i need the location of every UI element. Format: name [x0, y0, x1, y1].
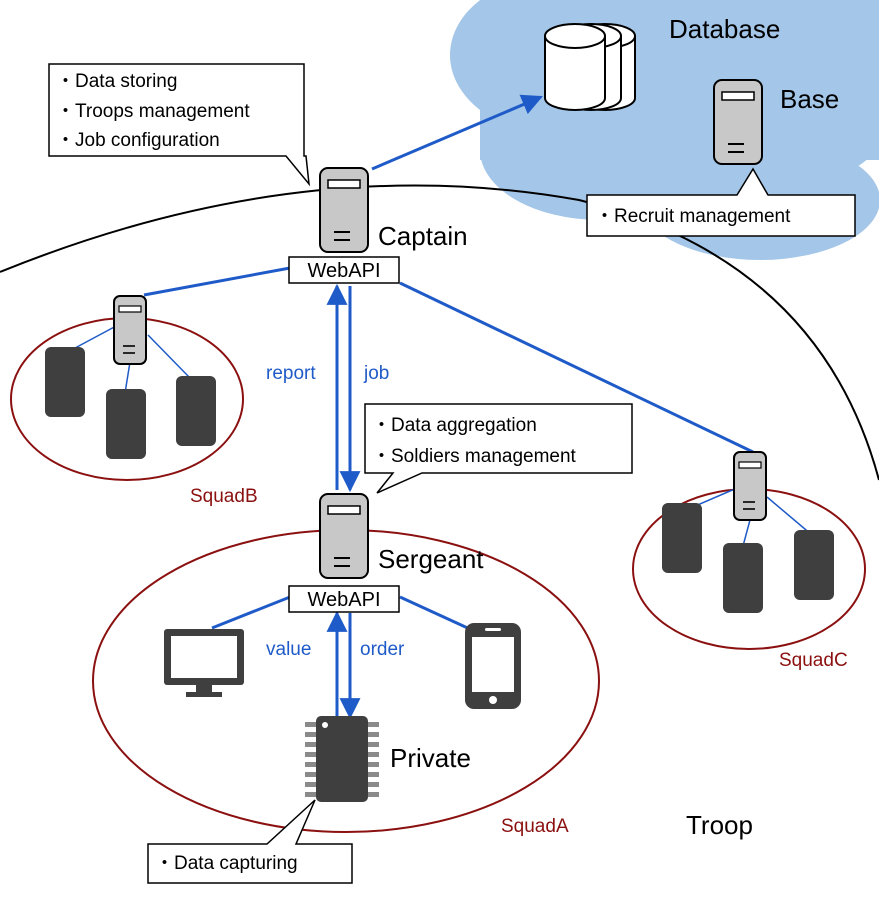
callout-line: ・Job configuration — [56, 130, 220, 151]
link-sergeant-phone — [399, 595, 473, 632]
troop-label: Troop — [686, 810, 753, 840]
squada-label: SquadA — [501, 816, 569, 837]
callout-line: ・Soldiers management — [372, 446, 577, 467]
sergeant-server-icon — [319, 493, 369, 579]
captain-label: Captain — [378, 221, 468, 251]
link-sergeant-monitor — [211, 595, 291, 630]
callout-line: ・Data capturing — [155, 853, 298, 874]
value-label: value — [266, 639, 311, 660]
device-icon — [106, 389, 146, 459]
report-label: report — [266, 363, 316, 384]
sergeant-callout: ・Data aggregation ・Soldiers management — [364, 403, 633, 494]
link-captain-database — [371, 94, 543, 171]
base-label: Base — [780, 84, 839, 114]
squadb-link — [147, 334, 191, 379]
sergeant-webapi-label: WebAPI — [308, 589, 381, 611]
database-label: Database — [669, 14, 780, 44]
private-label: Private — [390, 743, 471, 773]
base-callout: ・Recruit management — [586, 167, 856, 237]
order-label: order — [360, 639, 405, 660]
callout-line: ・Troops management — [56, 101, 250, 122]
device-icon — [45, 347, 85, 417]
smartphone-icon — [465, 623, 521, 709]
captain-webapi-box: WebAPI — [288, 256, 400, 284]
device-icon — [794, 530, 834, 600]
sergeant-webapi-box: WebAPI — [288, 585, 400, 613]
link-captain-squadb — [143, 266, 291, 297]
callout-line: ・Data aggregation — [372, 415, 537, 436]
device-icon — [662, 503, 702, 573]
squadb-label: SquadB — [190, 486, 258, 507]
squadb-server-icon — [113, 295, 147, 365]
captain-server-icon — [319, 167, 369, 253]
sergeant-label: Sergeant — [378, 544, 484, 574]
squadc-link — [766, 496, 813, 536]
squadc-link — [742, 519, 751, 547]
base-server-icon — [713, 79, 763, 165]
squadc-server-icon — [733, 451, 767, 521]
job-label: job — [363, 363, 389, 384]
callout-line: ・Data storing — [56, 71, 177, 92]
squadc-label: SquadC — [779, 650, 848, 671]
device-icon — [176, 376, 216, 446]
captain-webapi-label: WebAPI — [308, 260, 381, 282]
device-icon — [723, 543, 763, 613]
link-captain-squadc — [399, 281, 754, 454]
database-icon — [544, 23, 636, 111]
chip-icon — [305, 716, 379, 802]
private-callout: ・Data capturing — [147, 799, 353, 884]
monitor-icon — [164, 629, 244, 697]
troop-boundary — [0, 184, 879, 481]
squadb-link — [124, 361, 131, 394]
callout-line: ・Recruit management — [595, 206, 791, 227]
captain-callout: ・Data storing ・Troops management ・Job co… — [48, 63, 311, 187]
